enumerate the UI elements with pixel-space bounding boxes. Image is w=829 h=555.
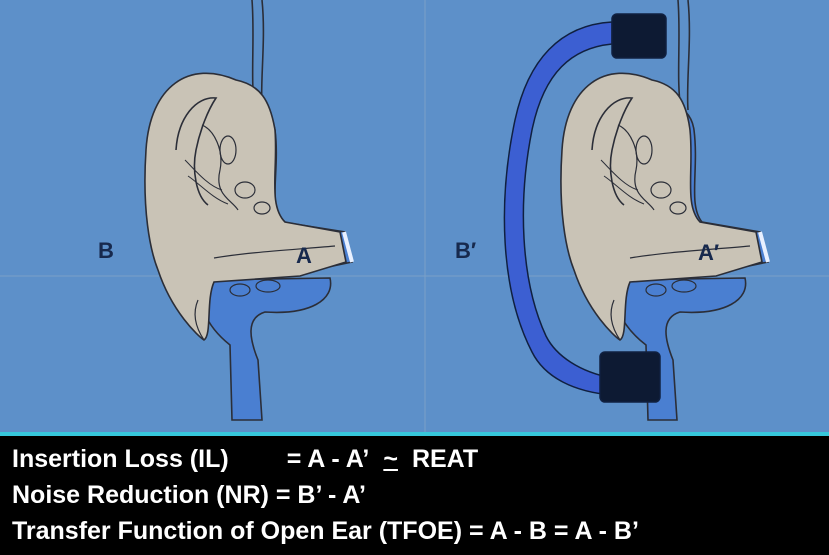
approx-symbol: ~	[383, 445, 398, 473]
label-A-prime: A′	[698, 240, 719, 266]
ear-diagram: B A B′ A′	[0, 0, 829, 432]
reat-term: REAT	[412, 445, 478, 473]
equations: Insertion Loss (IL) = A - A’ ~ REAT Noise R…	[12, 441, 824, 549]
upper-cushion	[612, 14, 666, 58]
label-B: B	[98, 238, 114, 264]
label-B-prime: B′	[455, 238, 476, 264]
open-ear	[145, 0, 352, 420]
equation-insertion-loss: Insertion Loss (IL) = A - A’ ~ REAT	[12, 441, 824, 477]
label-A: A	[296, 243, 312, 269]
lower-cushion	[600, 352, 660, 402]
equation-tfoe: Transfer Function of Open Ear (TFOE) = A…	[12, 513, 824, 549]
il-term: Insertion Loss (IL)	[12, 445, 229, 473]
equation-noise-reduction: Noise Reduction (NR) = B’ - A’	[12, 477, 824, 513]
ear-illustration	[0, 0, 829, 432]
il-expression: = A - A’	[287, 445, 370, 473]
occluded-ear	[561, 0, 768, 420]
divider	[0, 432, 829, 436]
